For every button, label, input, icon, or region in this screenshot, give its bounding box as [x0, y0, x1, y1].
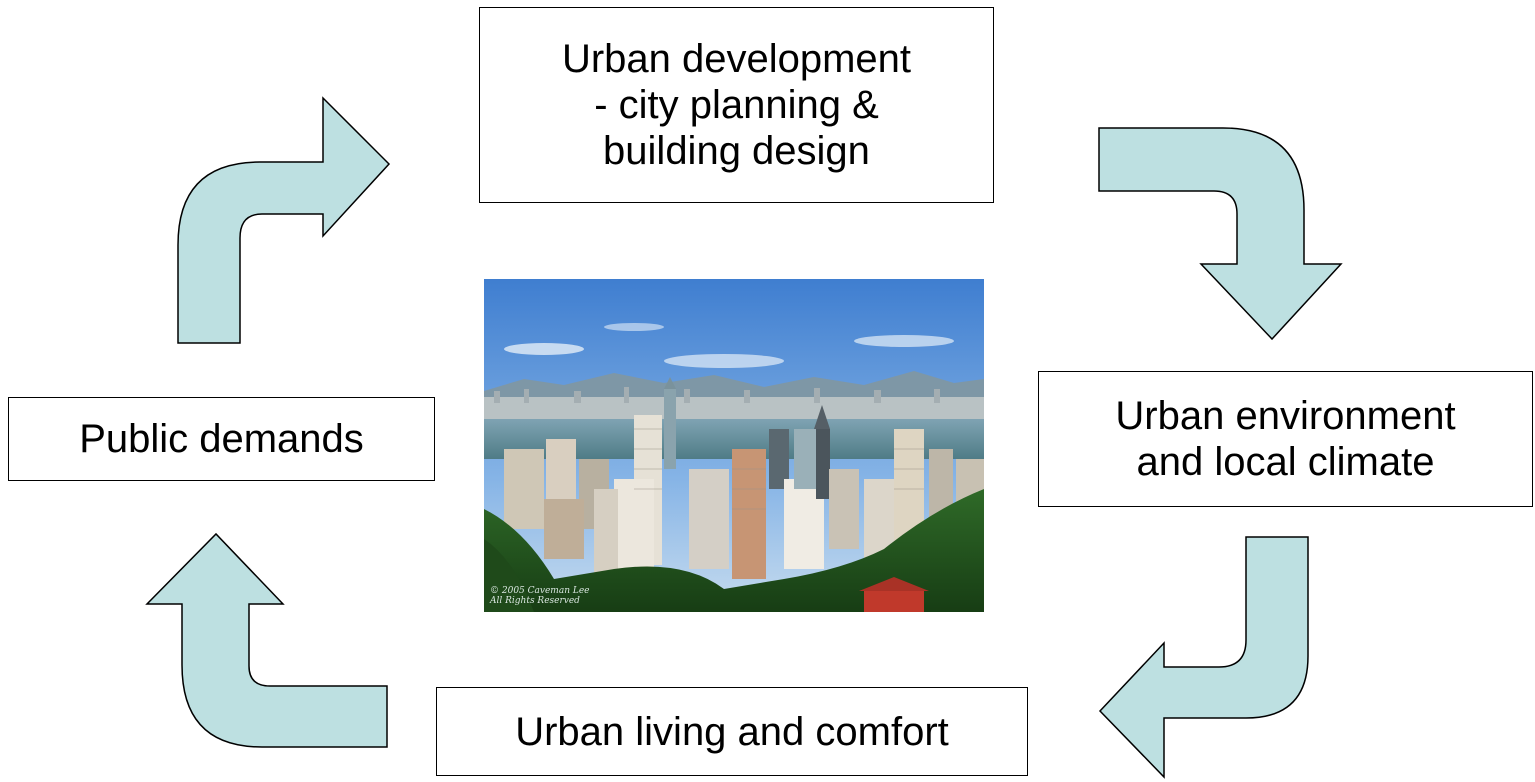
- arrow-public-demands-to-urban-development: [177, 96, 391, 344]
- node-urban-environment-label: Urban environment and local climate: [1115, 394, 1456, 484]
- city-skyline-image: [484, 279, 984, 612]
- arrow-urban-environment-to-urban-living: [1098, 536, 1309, 779]
- node-urban-living: Urban living and comfort: [436, 687, 1028, 776]
- node-public-demands-label: Public demands: [79, 417, 364, 461]
- photo-copyright-line-2: All Rights Reserved: [490, 596, 580, 606]
- arrow-urban-development-to-urban-environment: [1098, 127, 1343, 341]
- city-skyline-photo: © 2005 Caveman Lee All Rights Reserved: [484, 279, 984, 612]
- photo-copyright-line-1: © 2005 Caveman Lee: [490, 586, 590, 596]
- arrow-urban-living-to-public-demands: [145, 532, 388, 748]
- node-public-demands: Public demands: [8, 397, 435, 481]
- node-urban-development: Urban development - city planning & buil…: [479, 7, 994, 203]
- node-urban-living-label: Urban living and comfort: [515, 709, 949, 754]
- photo-copyright: © 2005 Caveman Lee All Rights Reserved: [490, 586, 589, 606]
- node-urban-environment: Urban environment and local climate: [1038, 371, 1533, 507]
- node-urban-development-label: Urban development - city planning & buil…: [561, 37, 912, 173]
